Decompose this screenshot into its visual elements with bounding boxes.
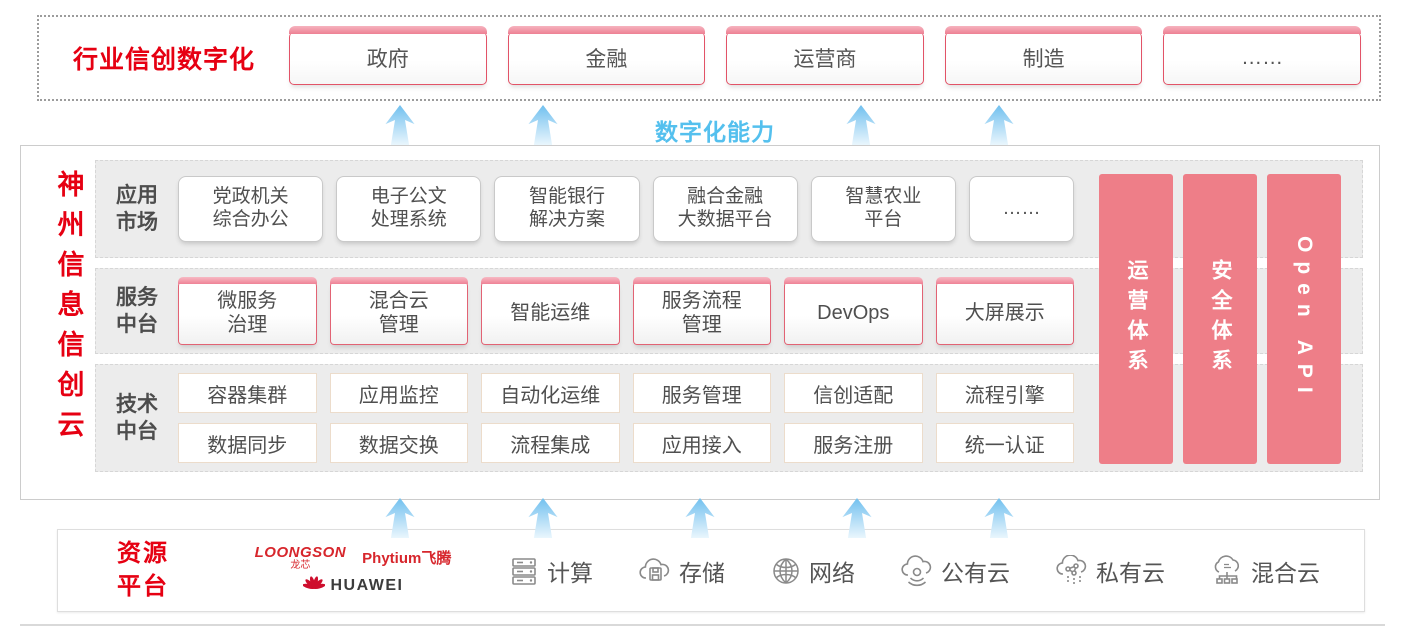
loongson-cn-label: 龙芯: [290, 560, 311, 571]
app-market-label: 应用 市场: [116, 183, 158, 234]
network-globe-icon: [770, 555, 802, 587]
huawei-wordmark: HUAWEI: [330, 577, 404, 594]
tech-box: 统一认证: [935, 423, 1074, 463]
app-market-box: 智慧农业 平台: [810, 176, 956, 242]
resource-platform-panel: 资源 平台 LOONGSON 龙芯 Phytium飞腾 HUAWEI: [57, 529, 1365, 612]
service-box: 微服务 治理: [178, 276, 317, 345]
huawei-logo: HUAWEI: [302, 576, 404, 596]
industry-box: 制造: [944, 25, 1143, 85]
service-box: 大屏展示: [935, 276, 1074, 345]
service-box: 智能运维: [481, 276, 620, 345]
phytium-logo: Phytium飞腾: [362, 550, 452, 567]
loongson-logo: LOONGSON 龙芯: [255, 545, 347, 571]
capability-label: 数字化能力: [655, 119, 775, 145]
resource-item-label: 计算: [547, 559, 593, 586]
vendor-logos: LOONGSON 龙芯 Phytium飞腾 HUAWEI: [228, 545, 478, 596]
tech-box: 数据同步: [178, 423, 317, 463]
pillar-bar: 安全体系: [1183, 174, 1257, 464]
industry-box: 金融: [507, 25, 706, 85]
cloud-platform-panel: 神州信息信创云 应用 市场 党政机关 综合办公电子公文 处理系统智能银行 解决方…: [20, 145, 1380, 500]
tech-box: 服务管理: [632, 373, 771, 413]
resource-item-label: 公有云: [941, 559, 1010, 586]
industry-box-list: 政府金融运营商制造 ……: [289, 25, 1379, 85]
industry-box: 政府: [289, 25, 487, 85]
app-market-box: 智能银行 解决方案: [494, 176, 640, 242]
app-market-box: ……: [968, 176, 1075, 242]
up-arrow-icon: [839, 498, 875, 538]
bottom-divider: [20, 624, 1385, 626]
resource-item: 私有云: [1055, 554, 1165, 588]
industry-band-title: 行业信创数字化: [72, 46, 255, 74]
resource-platform-title: 资源 平台: [117, 540, 169, 600]
app-market-box: 融合金融 大数据平台: [652, 176, 798, 242]
service-box: 服务流程 管理: [632, 276, 771, 345]
up-arrow-icon: [682, 498, 718, 538]
resource-item-label: 存储: [679, 559, 725, 586]
pillar-open-api: Open API: [1267, 174, 1341, 464]
tech-box: 自动化运维: [481, 373, 620, 413]
app-market-box: 党政机关 综合办公: [178, 176, 324, 242]
tech-grid-row: 容器集群应用监控自动化运维服务管理信创适配流程引擎: [178, 373, 1074, 413]
industry-box: 运营商: [726, 25, 924, 85]
tech-box: 应用接入: [632, 423, 771, 463]
tech-box: 数据交换: [329, 423, 468, 463]
tech-box: 信创适配: [784, 373, 923, 413]
cloud-platform-title: 神州信息信创云: [53, 170, 84, 450]
resource-item: 计算: [508, 554, 593, 588]
pillar-label: 安全体系: [1209, 259, 1232, 379]
resource-item-label: 混合云: [1251, 559, 1320, 586]
industry-box: ……: [1163, 25, 1361, 85]
up-arrow-icon: [525, 105, 561, 145]
pillar-label: Open API: [1293, 236, 1316, 402]
app-market-items: 党政机关 综合办公电子公文 处理系统智能银行 解决方案融合金融 大数据平台智慧农…: [178, 176, 1075, 242]
tech-middle-label: 技术 中台: [116, 392, 158, 443]
resource-item-label: 网络: [809, 559, 855, 586]
server-icon: [508, 555, 540, 587]
resource-item-label: 私有云: [1096, 559, 1165, 586]
tech-box: 流程集成: [481, 423, 620, 463]
pillar-bar: 运营体系: [1099, 174, 1173, 464]
up-arrow-icon: [525, 498, 561, 538]
tech-box: 应用监控: [329, 373, 468, 413]
tech-box: 服务注册: [784, 423, 923, 463]
up-arrow-icon: [981, 498, 1017, 538]
resource-item: 网络: [770, 554, 855, 588]
industry-band: 行业信创数字化 政府金融运营商制造 ……: [37, 15, 1381, 101]
tech-middle-grid: 容器集群应用监控自动化运维服务管理信创适配流程引擎数据同步数据交换流程集成应用接…: [178, 373, 1074, 463]
service-box: 混合云 管理: [329, 276, 468, 345]
up-arrow-icon: [382, 105, 418, 145]
up-arrow-icon: [981, 105, 1017, 145]
huawei-flower-icon: [302, 576, 325, 590]
public-cloud-icon: [900, 554, 934, 587]
resource-item: 混合云: [1210, 554, 1320, 588]
app-market-box: 电子公文 处理系统: [336, 176, 482, 242]
service-middle-label: 服务 中台: [116, 285, 158, 336]
private-cloud-icon: [1055, 554, 1089, 587]
tech-box: 流程引擎: [935, 373, 1074, 413]
resource-item-list: 计算 存储 网络 公有云 私有云 混合云: [478, 554, 1364, 588]
up-arrow-icon: [382, 498, 418, 538]
tech-grid-row: 数据同步数据交换流程集成应用接入服务注册统一认证: [178, 423, 1074, 463]
up-arrow-icon: [843, 105, 879, 145]
storage-cloud-icon: [638, 556, 672, 586]
loongson-wordmark: LOONGSON: [254, 544, 347, 561]
resource-item: 公有云: [900, 554, 1010, 588]
tech-box: 容器集群: [178, 373, 317, 413]
pillar-label: 运营体系: [1125, 259, 1148, 379]
service-box: DevOps: [784, 276, 923, 345]
resource-item: 存储: [638, 554, 725, 588]
hybrid-cloud-icon: [1210, 554, 1244, 587]
